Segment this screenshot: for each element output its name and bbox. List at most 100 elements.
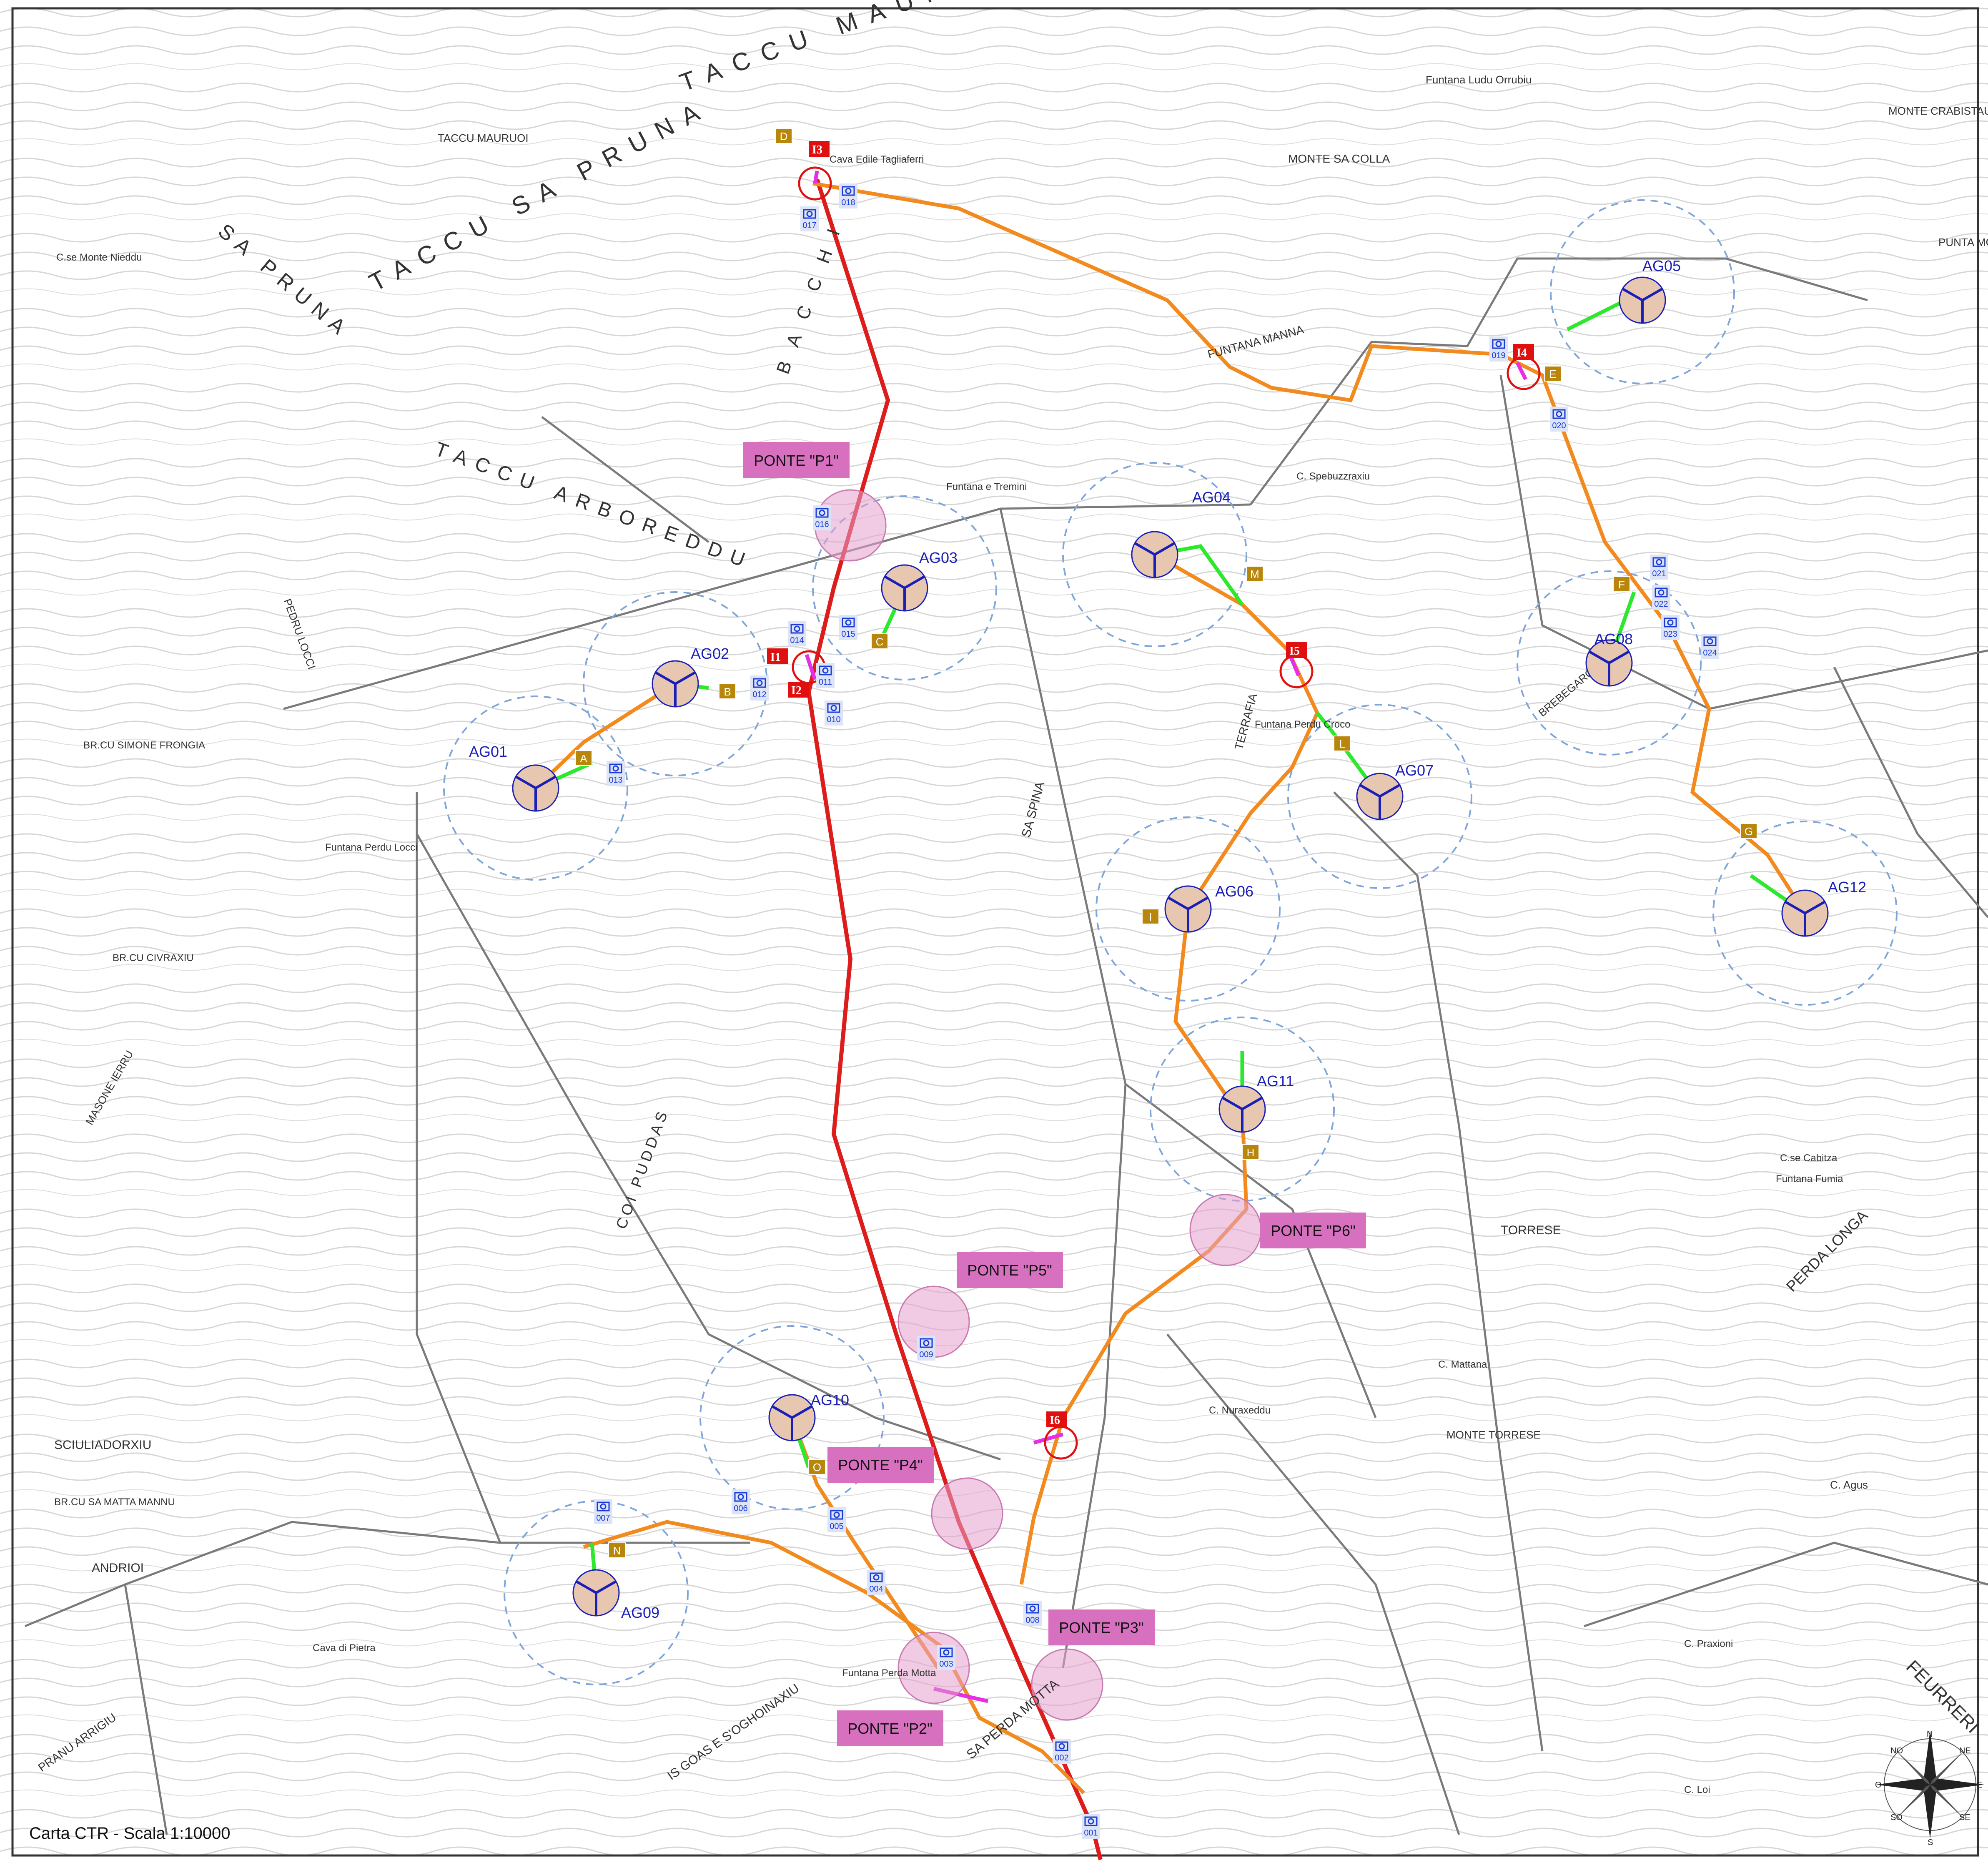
photo-point-020[interactable]: 020 (1550, 407, 1568, 432)
turbine-label: AG11 (1257, 1072, 1294, 1090)
turbine-ag06[interactable]: AG06 (1164, 883, 1253, 933)
turbine-ag03[interactable]: AG03 (881, 549, 958, 612)
road-network (25, 257, 1988, 1835)
turbine-ag05[interactable]: AG05 (1619, 257, 1681, 324)
bridge-p5[interactable]: PONTE "P5" (957, 1252, 1063, 1288)
turbine-ag02[interactable]: AG02 (652, 645, 729, 708)
place-label: BR.CU CIVRAXIU (113, 952, 194, 964)
place-label: BR.CU SIMONE FRONGIA (83, 740, 205, 751)
node-f[interactable]: F (1613, 576, 1630, 592)
place-label: Funtana Perdu Croco (1255, 719, 1350, 730)
bridge-label: PONTE "P6" (1271, 1222, 1356, 1239)
bridge-p3[interactable]: PONTE "P3" (1048, 1609, 1155, 1645)
intersection-label: I1 (770, 651, 781, 664)
turbine-label: AG12 (1828, 879, 1866, 896)
place-label: TORRESE (1501, 1223, 1561, 1237)
photo-point-013[interactable]: 013 (607, 761, 625, 786)
node-l[interactable]: L (1334, 736, 1351, 751)
photo-point-014[interactable]: 014 (788, 621, 806, 646)
turbine-ag04[interactable]: AG04 (1131, 489, 1231, 578)
photo-point-label: 008 (1025, 1616, 1039, 1625)
place-label: PUNTA MONNA (1938, 236, 1988, 249)
photo-point-label: 009 (919, 1350, 933, 1359)
bridge-label: PONTE "P5" (967, 1262, 1052, 1279)
bridge-label: PONTE "P1" (754, 452, 839, 469)
node-h[interactable]: H (1242, 1144, 1259, 1160)
turbine-ag12[interactable]: AG12 (1781, 879, 1866, 937)
turbine-ag09[interactable]: AG09 (572, 1569, 659, 1621)
node-label: N (613, 1544, 621, 1557)
place-label: C. Loi (1684, 1784, 1710, 1795)
bridge-p6[interactable]: PONTE "P6" (1260, 1213, 1366, 1248)
photo-point-008[interactable]: 008 (1023, 1601, 1042, 1626)
node-g[interactable]: G (1740, 823, 1757, 839)
node-e[interactable]: E (1544, 366, 1562, 382)
bridge-p2[interactable]: PONTE "P2" (837, 1710, 943, 1746)
photo-point-009[interactable]: 009 (917, 1336, 935, 1361)
photo-point-018[interactable]: 018 (839, 183, 857, 208)
place-label: C. Mattana (1438, 1359, 1487, 1370)
turbine-ag11[interactable]: AG11 (1218, 1072, 1294, 1133)
place-label: C. Nuraxeddu (1209, 1405, 1271, 1416)
place-label: C. Spebuzzraxiu (1296, 471, 1370, 482)
place-label: C.se Cabitza (1780, 1152, 1838, 1164)
photo-point-024[interactable]: 024 (1701, 634, 1719, 659)
photo-point-001[interactable]: 001 (1082, 1814, 1100, 1839)
photo-point-004[interactable]: 004 (867, 1570, 885, 1595)
node-label: F (1618, 578, 1625, 591)
photo-point-019[interactable]: 019 (1489, 336, 1508, 362)
photo-point-002[interactable]: 002 (1053, 1739, 1071, 1764)
photo-point-022[interactable]: 022 (1652, 585, 1670, 610)
node-o[interactable]: O (808, 1459, 826, 1475)
photo-point-006[interactable]: 006 (732, 1489, 750, 1514)
photo-point-003[interactable]: 003 (937, 1645, 955, 1670)
turbine-ag10[interactable]: AG10 (768, 1391, 849, 1441)
photo-point-015[interactable]: 015 (839, 615, 857, 640)
photo-point-016[interactable]: 016 (813, 505, 831, 530)
node-a[interactable]: A (575, 750, 592, 766)
intersection-i3[interactable]: I3 (798, 141, 832, 201)
node-c[interactable]: C (871, 633, 888, 649)
bridge-label: PONTE "P4" (838, 1456, 923, 1474)
photo-point-label: 020 (1552, 421, 1566, 430)
bridge-p4[interactable]: PONTE "P4" (827, 1447, 934, 1483)
place-label: MONTE TORRESE (1447, 1429, 1541, 1441)
turbine-ag01[interactable]: AG01 (469, 743, 559, 812)
compass-e: E (1977, 1780, 1982, 1790)
photo-point-005[interactable]: 005 (827, 1507, 846, 1532)
place-label: Funtana e Tremini (946, 481, 1027, 492)
photo-point-label: 022 (1654, 600, 1668, 609)
node-b[interactable]: B (719, 683, 736, 699)
intersections: I1 I2 I3 I4 I5 I6 (767, 141, 1541, 1460)
place-label: Funtana Perdu Locci (325, 842, 417, 853)
photo-point-023[interactable]: 023 (1661, 615, 1680, 640)
photo-point-017[interactable]: 017 (800, 206, 819, 231)
photo-point-label: 011 (819, 678, 832, 687)
photo-point-label: 024 (1703, 648, 1717, 658)
intersection-i5[interactable]: I5 (1279, 642, 1314, 688)
turbine-ag08[interactable]: AG08 (1585, 630, 1633, 687)
photo-point-010[interactable]: 010 (825, 701, 843, 726)
photo-point-011[interactable]: 011 (816, 663, 835, 688)
photo-point-007[interactable]: 007 (594, 1499, 612, 1524)
bridge-p1[interactable]: PONTE "P1" (743, 442, 850, 478)
compass-o: O (1875, 1780, 1882, 1790)
photo-point-012[interactable]: 012 (750, 675, 769, 701)
photo-point-label: 006 (734, 1504, 747, 1513)
node-label: B (724, 685, 731, 698)
photo-point-label: 003 (939, 1660, 953, 1669)
route-nodes: A B C D E F G H I L M N O (575, 128, 1757, 1558)
place-label: Cava Edile Tagliaferri (830, 154, 924, 165)
compass-rose: N S E O NE NO SE SO (1875, 1730, 1984, 1847)
node-i[interactable]: I (1142, 909, 1159, 924)
turbine-ag07[interactable]: AG07 (1356, 762, 1434, 820)
place-label: Funtana Perda Motta (842, 1667, 936, 1679)
intersection-i2[interactable]: I2 (788, 682, 809, 698)
intersection-i6[interactable]: I6 (1044, 1411, 1078, 1460)
node-d[interactable]: D (775, 128, 792, 144)
intersection-i4[interactable]: I4 (1507, 344, 1541, 390)
map-scale-caption: Carta CTR - Scala 1:10000 (29, 1824, 231, 1843)
node-n[interactable]: N (608, 1542, 626, 1558)
photo-point-021[interactable]: 021 (1650, 555, 1668, 580)
node-m[interactable]: M (1246, 566, 1263, 582)
